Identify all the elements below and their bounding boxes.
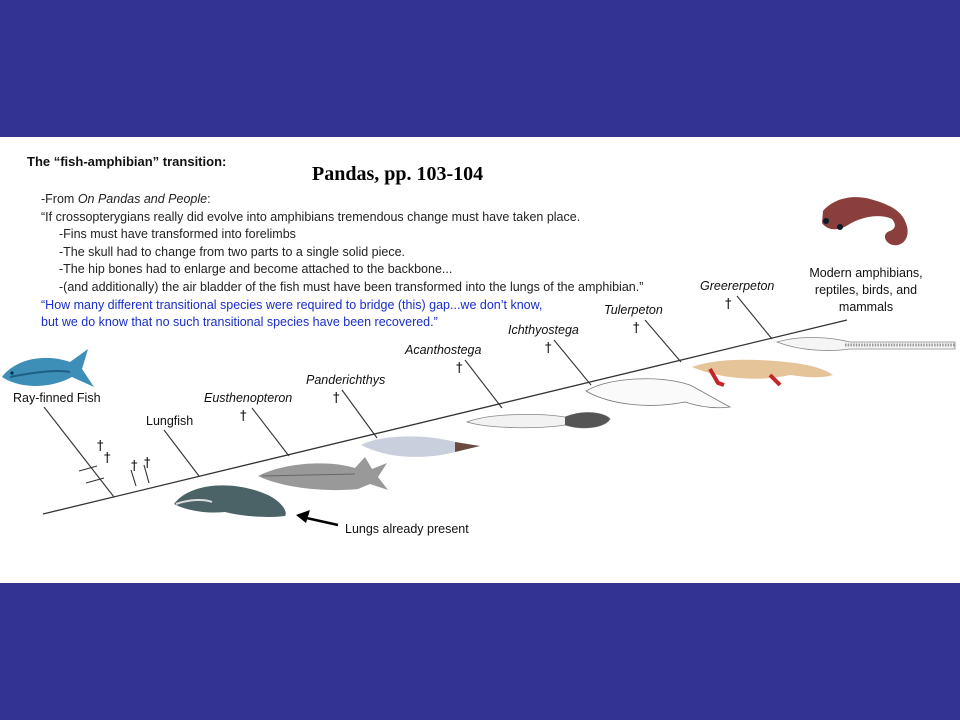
extinct-dagger-icon: †	[144, 456, 151, 471]
source-title: On Pandas and People	[77, 192, 208, 206]
ichthyostega-illustration	[585, 378, 732, 409]
taxon-label-tulerpeton: Tulerpeton	[604, 303, 663, 317]
reference-citation: Pandas, pp. 103-104	[312, 163, 484, 185]
panderichthys-illustration	[361, 436, 480, 457]
modern-label-line: mammals	[839, 300, 893, 314]
taxon-label-ray-finned-fish: Ray-finned Fish	[13, 391, 101, 405]
branch-panderichthys	[341, 389, 378, 439]
extinct-dagger-icon: †	[545, 341, 552, 356]
top-blue-band	[0, 0, 960, 137]
taxon-label-greererpeton: Greererpeton	[700, 279, 774, 293]
change-item: -(and additionally) the air bladder of t…	[59, 279, 644, 294]
modern-label-line: reptiles, birds, and	[815, 283, 917, 297]
ray-finned-fish-illustration	[2, 349, 94, 387]
acanthostega-illustration	[465, 412, 611, 429]
source-suffix: :	[207, 192, 211, 206]
branch-ichthyostega	[553, 339, 592, 386]
taxon-label-acanthostega: Acanthostega	[404, 343, 481, 357]
extinct-side-branch	[78, 465, 98, 472]
extinct-dagger-icon: †	[633, 321, 640, 336]
source-line: -From On Pandas and People:	[41, 191, 643, 209]
taxon-label-eusthenopteron: Eusthenopteron	[204, 391, 292, 405]
branch-lungfish	[163, 429, 200, 477]
change-item: -The hip bones had to enlarge and become…	[59, 262, 453, 277]
bottom-blue-band	[0, 583, 960, 720]
blue-quote-line: “How many different transitional species…	[41, 297, 543, 312]
greererpeton-skeleton-illustration	[775, 337, 956, 351]
branch-acanthostega	[464, 359, 503, 409]
source-prefix: -From	[41, 192, 78, 206]
modern-salamander-illustration	[822, 197, 908, 246]
lungs-arrow-icon	[296, 510, 339, 527]
cladogram-main-axis	[42, 319, 848, 515]
taxon-label-lungfish: Lungfish	[146, 414, 193, 428]
extinct-dagger-icon: †	[131, 459, 138, 474]
slide-heading: The “fish-amphibian” transition:	[27, 154, 227, 169]
extinct-side-branch	[130, 469, 137, 487]
lungfish-illustration	[174, 485, 286, 517]
tulerpeton-illustration	[692, 359, 833, 387]
modern-label-line: Modern amphibians,	[809, 266, 922, 280]
branch-eusthenopteron	[251, 407, 290, 457]
extinct-side-branches: ††††	[78, 439, 151, 487]
branch-ray-finned-fish	[43, 406, 115, 498]
extinct-dagger-icon: †	[725, 297, 732, 312]
extinct-side-branch	[85, 477, 105, 484]
cladogram-branches	[43, 295, 773, 498]
extinct-dagger-icon: †	[456, 361, 463, 376]
quote-intro: “If crossopterygians really did evolve i…	[41, 209, 581, 224]
taxon-label-panderichthys: Panderichthys	[306, 373, 385, 387]
branch-greererpeton	[736, 295, 773, 340]
lungs-annotation: Lungs already present	[345, 522, 469, 536]
extinct-dagger-icon: †	[104, 451, 111, 466]
blue-quote-line: but we do know that no such transitional…	[41, 315, 438, 330]
extinct-dagger-icon: †	[97, 439, 104, 454]
extinct-dagger-icon: †	[333, 391, 340, 406]
eusthenopteron-illustration	[258, 457, 388, 491]
taxon-label-ichthyostega: Ichthyostega	[508, 323, 579, 337]
extinct-side-branch	[143, 464, 150, 484]
change-item: -The skull had to change from two parts …	[59, 244, 406, 259]
branch-tulerpeton	[644, 319, 682, 363]
slide-content: The “fish-amphibian” transition: Pandas,…	[0, 137, 960, 583]
quote-text-block: -From On Pandas and People: “If crossopt…	[41, 191, 643, 332]
change-item: -Fins must have transformed into forelim…	[59, 227, 296, 242]
extinct-dagger-icon: †	[240, 409, 247, 424]
